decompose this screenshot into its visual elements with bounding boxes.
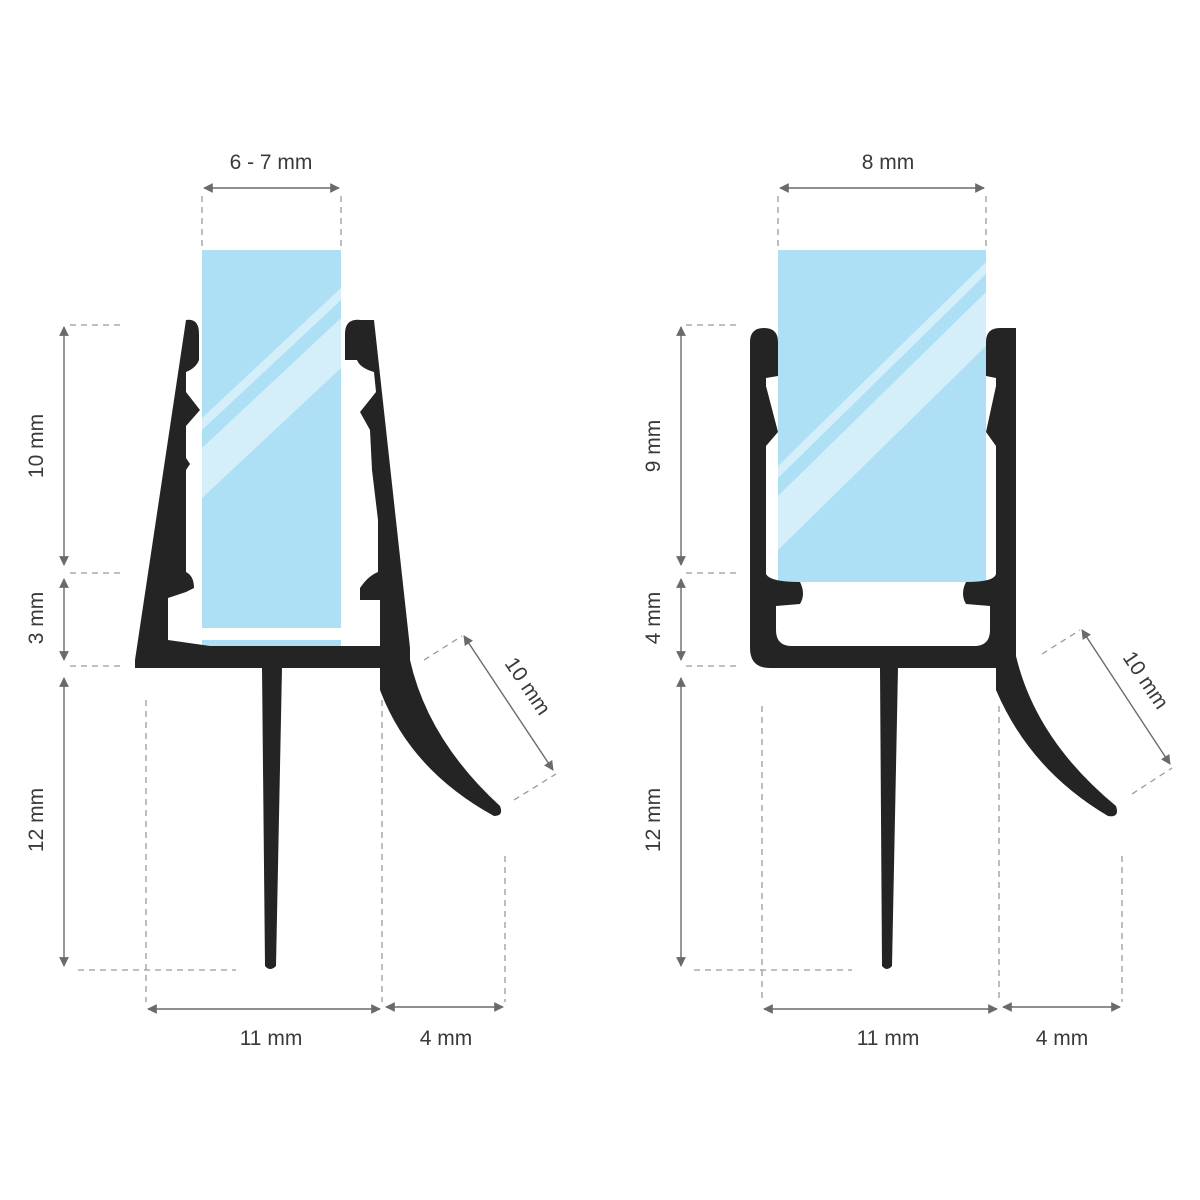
left-base-width-label: 11 mm [240, 1027, 303, 1050]
right-glass-pane [778, 250, 986, 582]
left-flap-length-arrow [463, 635, 554, 771]
right-guides [686, 196, 1173, 1002]
right-flap-offset-label: 4 mm [1036, 1027, 1089, 1050]
left-glass-width-label: 6 - 7 mm [230, 151, 313, 174]
left-upper-height-label: 10 mm [25, 414, 48, 478]
right-dimension-arrows [676, 183, 1171, 1014]
right-base-width-label: 11 mm [857, 1027, 920, 1050]
right-profile: 8 mm 9 mm 4 mm 12 mm 10 mm 11 mm 4 mm [642, 151, 1173, 1050]
left-flap-offset-label: 4 mm [420, 1027, 473, 1050]
right-channel-height-label: 4 mm [642, 592, 665, 645]
right-seal-body [750, 328, 1117, 969]
left-seal-body [135, 319, 502, 969]
right-flap-length-arrow [1081, 629, 1171, 765]
right-upper-height-label: 9 mm [642, 420, 665, 473]
left-fin-height-label: 12 mm [25, 788, 48, 852]
right-flap-length-label: 10 mm [1118, 647, 1173, 713]
left-profile: 6 - 7 mm 10 mm 3 mm 12 mm 10 mm 11 mm 4 … [25, 151, 557, 1050]
right-fin-height-label: 12 mm [642, 788, 665, 852]
left-guides [70, 196, 557, 1002]
left-channel-height-label: 3 mm [25, 592, 48, 645]
left-flap-length-label: 10 mm [500, 653, 555, 719]
right-glass-width-label: 8 mm [862, 151, 915, 174]
left-glass-pane [202, 250, 341, 646]
left-dimension-arrows [59, 183, 554, 1014]
